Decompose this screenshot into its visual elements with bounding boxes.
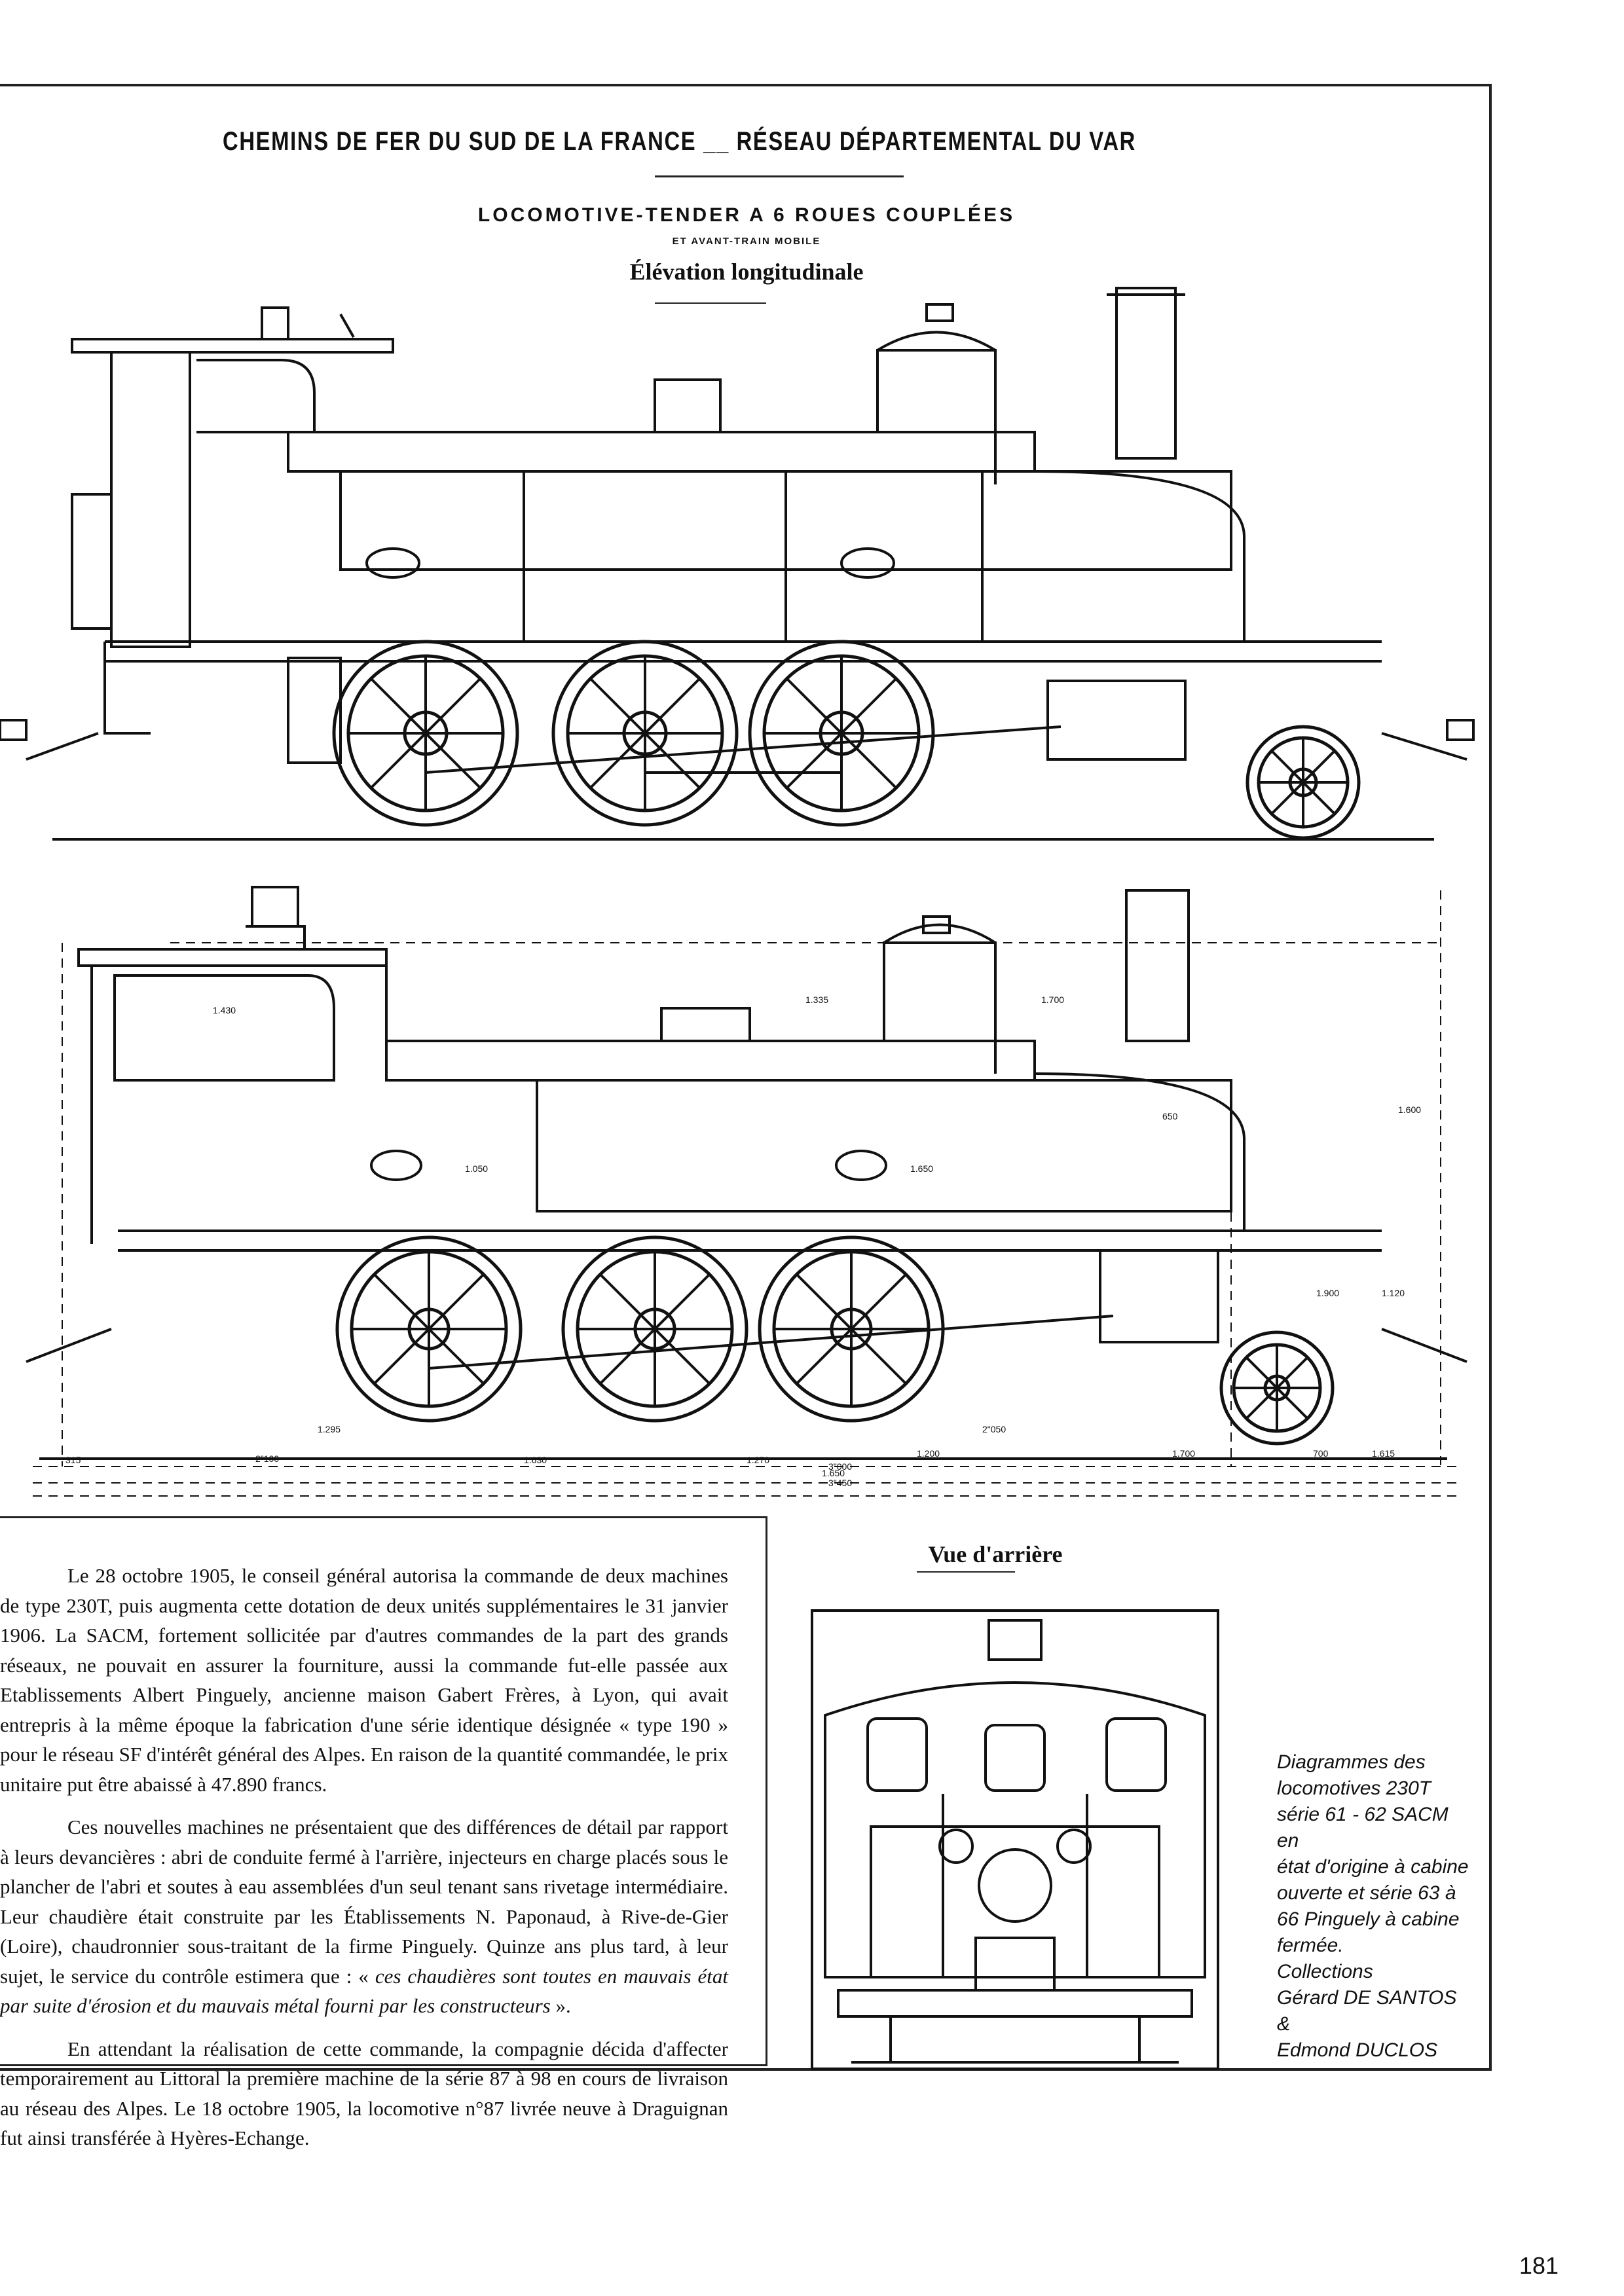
dimension-label: 650 [1162,1111,1178,1121]
caption-line: locomotives 230T [1277,1777,1431,1799]
dimension-label: 1.200 [917,1448,940,1459]
drawing-title: LOCOMOTIVE-TENDER A 6 ROUES COUPLÉES [477,204,1016,226]
dimension-label: 1.050 [465,1163,488,1174]
rear-view-underline [917,1571,1015,1573]
caption-line: Edmond DUCLOS [1277,2039,1438,2061]
figure-caption: Diagrammes des locomotives 230T série 61… [1277,1749,1473,2064]
paragraph-2-text: Ces nouvelles machines ne présentaient q… [0,1815,728,1988]
dimension-label: 1.430 [213,1005,236,1015]
locomotive-rear-view-drawing [811,1609,1219,2070]
quote-closing: ». [550,1994,571,2017]
article-paragraph-1: Le 28 octobre 1905, le conseil général a… [0,1564,728,1796]
dimension-label: 3"450 [828,1478,852,1488]
dimension-label: 2"050 [982,1424,1006,1434]
dimension-label: 1.120 [1382,1288,1405,1298]
caption-line: série 61 - 62 SACM en [1277,1804,1449,1851]
page-header-title: CHEMINS DE FER DU SUD DE LA FRANCE __ RÉ… [223,127,1137,156]
dimension-label: 1.650 [910,1163,933,1174]
dimension-label: 1.295 [318,1424,341,1434]
dimension-label: 1.900 [1316,1288,1339,1298]
article-paragraph-2: Ces nouvelles machines ne présentaient q… [0,1812,728,2021]
locomotive-elevation-drawing [0,287,1475,841]
dimension-label: 1.650 [822,1468,845,1478]
caption-line: fermée. [1277,1935,1344,1956]
dimension-label: 1.600 [1398,1104,1421,1115]
drawing-subtitle: ET AVANT-TRAIN MOBILE [672,236,821,247]
page-number: 181 [1519,2252,1559,2279]
view-title: Élévation longitudinale [629,259,864,285]
header-underline [655,175,904,177]
caption-line: Collections [1277,1961,1373,1982]
article-paragraph-3: En attendant la réalisation de cette com… [0,2037,728,2150]
article-body: Le 28 octobre 1905, le conseil général a… [0,1561,728,2166]
article-text-box [0,1516,767,2066]
caption-line: état d'origine à cabine [1277,1856,1469,1878]
locomotive-dimension-drawing: 1.650 1.630 1.270 1.200 1.700 700 1.615 … [26,886,1467,1497]
rear-view-title: Vue d'arrière [928,1541,1063,1567]
dimension-label: 315 [65,1455,81,1465]
dimension-label: 1.700 [1172,1448,1195,1459]
control-service-quote: ces chaudières sont toutes en mauvais ét… [0,1964,728,2018]
dimension-label: 2"100 [255,1453,279,1464]
dimension-label: 1.335 [805,994,828,1005]
dimension-label: 1.615 [1372,1448,1395,1459]
caption-line: Gérard DE SANTOS & [1277,1987,1457,2035]
caption-line: 66 Pinguely à cabine [1277,1908,1460,1930]
caption-line: Diagrammes des [1277,1751,1426,1773]
dimension-label: 3"000 [828,1461,852,1472]
page-frame [0,84,1492,2071]
view-title-underline [655,302,766,304]
dimension-label: 1.630 [524,1455,547,1465]
dimension-label: 1.270 [747,1455,769,1465]
dimension-label: 1.700 [1041,994,1064,1005]
dimension-label: 700 [1313,1448,1329,1459]
caption-line: ouverte et série 63 à [1277,1882,1456,1904]
